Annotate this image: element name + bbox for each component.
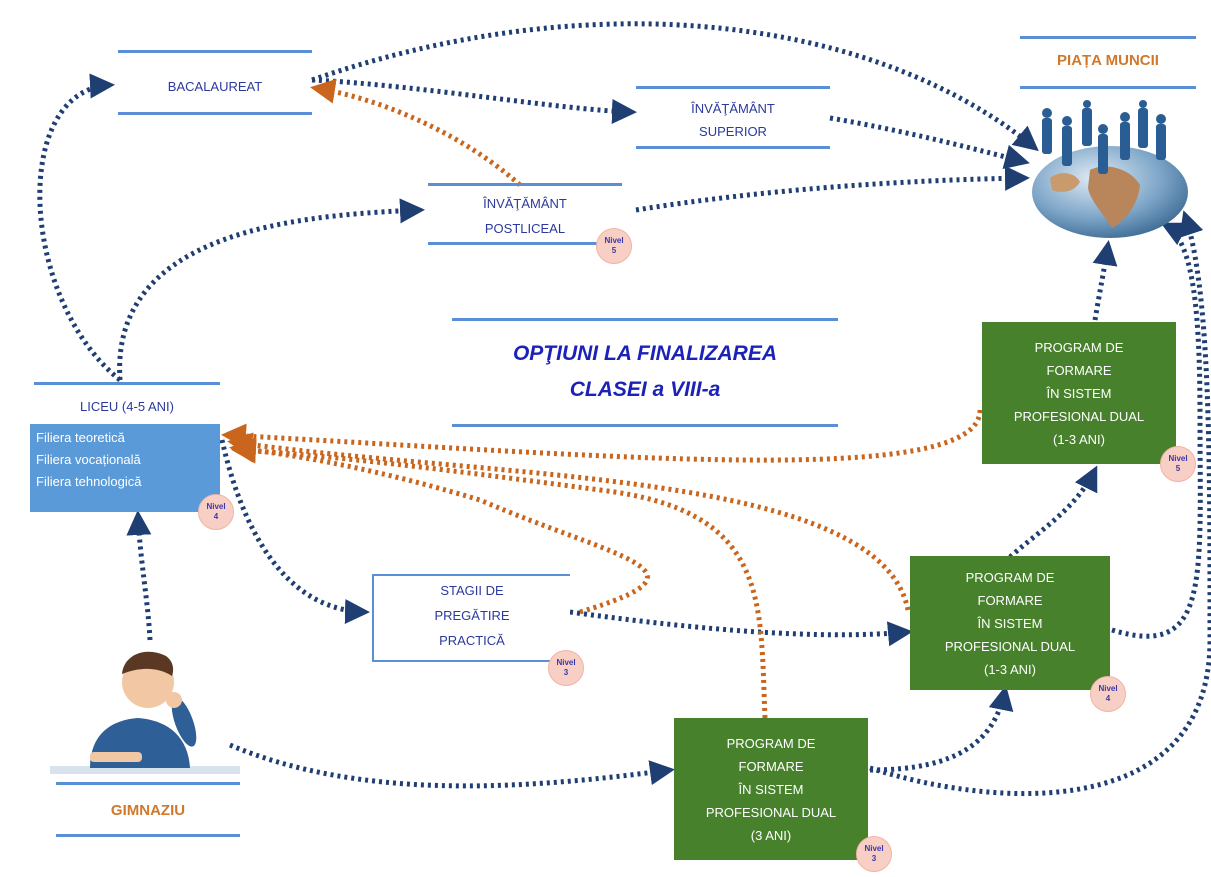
dual-program-nivel5: PROGRAM DE FORMARE ÎN SISTEM PROFESIONAL…	[982, 322, 1176, 464]
stagii-line3: PRACTICĂ	[439, 633, 505, 648]
bacalaureat-rule-top	[118, 50, 312, 53]
nivel-label: Nivel	[864, 844, 884, 853]
dual3-line4: PROFESIONAL DUAL	[705, 804, 837, 820]
dual5-line5: (1-3 ANI)	[1052, 431, 1105, 447]
arrow-dual3-dual4	[869, 685, 1014, 773]
superior-rule-top	[636, 86, 830, 89]
arrow-dual4-liceu	[227, 432, 911, 611]
stagii-box: STAGII DE PREGĂTIRE PRACTICĂ	[372, 574, 570, 662]
nivel-label: Nivel	[1098, 684, 1118, 693]
arrow-superior-piata	[829, 115, 1030, 170]
arrow-dual4-dual5	[1008, 465, 1098, 559]
postliceal-label-line2: POSTLICEAL	[484, 221, 566, 236]
superior-label-line1: ÎNVĂŢĂMÂNT	[691, 101, 775, 116]
nivel-badge-liceu: Nivel 4	[198, 494, 234, 530]
bacalaureat-label: BACALAUREAT	[167, 79, 263, 94]
nivel-number: 3	[871, 854, 877, 863]
dual3-line3: ÎN SISTEM	[738, 781, 804, 797]
nivel-label: Nivel	[206, 502, 226, 511]
nivel-label: Nivel	[604, 236, 624, 245]
arrow-dual3-piata	[869, 210, 1211, 797]
title-line1: OPŢIUNI LA FINALIZAREA	[512, 342, 778, 365]
dual3-line1: PROGRAM DE	[726, 735, 816, 751]
title-rule-bottom	[452, 424, 838, 427]
nivel-badge-dual3: Nivel 3	[856, 836, 892, 872]
nivel-badge-dual4: Nivel 4	[1090, 676, 1126, 712]
nivel-badge-dual5: Nivel 5	[1160, 446, 1196, 482]
nivel-number: 5	[611, 246, 617, 255]
gimnaziu-label: GIMNAZIU	[110, 802, 186, 819]
piata-rule-top	[1020, 36, 1196, 39]
nivel-badge-stagii: Nivel 3	[548, 650, 584, 686]
arrow-postliceal-bac	[310, 78, 522, 187]
title-rule-top	[452, 318, 838, 321]
arrow-stagii-liceu	[229, 437, 650, 615]
arrow-dual5-liceu	[221, 409, 983, 463]
arrow-liceu-postliceal	[117, 198, 425, 381]
dual-program-nivel3: PROGRAM DE FORMARE ÎN SISTEM PROFESIONAL…	[674, 718, 868, 860]
nivel-number: 5	[1175, 464, 1181, 473]
postliceal-rule-bottom	[428, 242, 622, 245]
superior-rule-bottom	[636, 146, 830, 149]
liceu-rule-top	[34, 382, 220, 385]
arrow-gimnaziu-liceu	[126, 510, 153, 641]
arrow-dual5-piata	[1092, 240, 1118, 321]
superior-label-line2: SUPERIOR	[699, 124, 767, 139]
piata-muncii-label: PIAȚA MUNCII	[1057, 52, 1159, 69]
arrow-liceu-bacalaureat	[37, 73, 122, 382]
nivel-badge-postliceal: Nivel 5	[596, 228, 632, 264]
postliceal-label-line1: ÎNVĂŢĂMÂNT	[483, 196, 567, 211]
dual4-line2: FORMARE	[977, 592, 1043, 608]
dual5-line1: PROGRAM DE	[1034, 339, 1124, 355]
dual4-line3: ÎN SISTEM	[977, 615, 1043, 631]
bacalaureat-rule-bottom	[118, 112, 312, 115]
stagii-line1: STAGII DE	[440, 583, 504, 598]
piata-rule-bottom	[1020, 86, 1196, 89]
dual-program-nivel4: PROGRAM DE FORMARE ÎN SISTEM PROFESIONAL…	[910, 556, 1110, 690]
dual4-line1: PROGRAM DE	[965, 569, 1055, 585]
filiera-teoretica: Filiera teoretică	[36, 430, 125, 445]
nivel-number: 3	[563, 668, 569, 677]
dual3-line5: (3 ANI)	[750, 827, 792, 843]
diagram-title: OPŢIUNI LA FINALIZAREA CLASEI a VIII-a	[452, 336, 838, 408]
nivel-label: Nivel	[556, 658, 576, 667]
dual5-line2: FORMARE	[1046, 362, 1112, 378]
arrow-postliceal-piata	[635, 165, 1030, 213]
postliceal-rule-top	[428, 183, 622, 186]
arrow-dual4-piata	[1111, 222, 1203, 639]
thinking-student-illustration	[50, 651, 240, 774]
nivel-label: Nivel	[1168, 454, 1188, 463]
stagii-line2: PREGĂTIRE	[434, 608, 510, 623]
dual5-line3: ÎN SISTEM	[1046, 385, 1112, 401]
arrow-bac-superior	[311, 77, 637, 124]
nivel-number: 4	[1105, 694, 1111, 703]
nivel-number: 4	[213, 512, 219, 521]
arrow-liceu-stagii	[219, 439, 370, 625]
arrow-dual3-liceu	[231, 438, 768, 719]
title-line2: CLASEI a VIII-a	[569, 378, 721, 401]
liceu-header: LICEU (4-5 ANI)	[80, 399, 174, 414]
dual3-line2: FORMARE	[738, 758, 804, 774]
globe-with-people-icon	[1032, 100, 1188, 238]
dual4-line4: PROFESIONAL DUAL	[944, 638, 1076, 654]
dual4-line5: (1-3 ANI)	[983, 661, 1036, 677]
filiera-vocationala: Filiera vocațională	[36, 452, 141, 467]
arrow-gimnaziu-dual3	[229, 742, 675, 789]
arrow-bac-piata	[311, 21, 1039, 152]
gimnaziu-rule-top	[56, 782, 240, 785]
gimnaziu-rule-bottom	[56, 834, 240, 837]
liceu-filiere-box: Filiera teoretică Filiera vocațională Fi…	[30, 424, 220, 512]
dual5-line4: PROFESIONAL DUAL	[1013, 408, 1145, 424]
arrow-stagii-dual4	[569, 609, 913, 647]
filiera-tehnologica: Filiera tehnologică	[36, 474, 142, 489]
